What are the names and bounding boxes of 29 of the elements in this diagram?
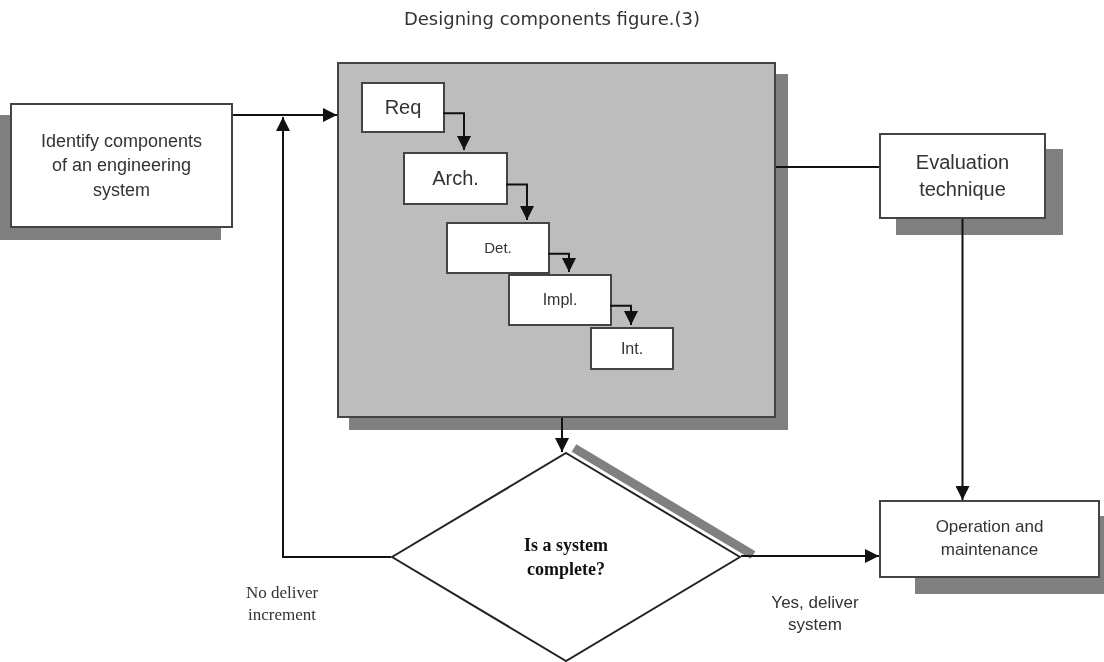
process-box — [879, 133, 1046, 219]
node-label: Evaluation technique — [914, 150, 1011, 202]
node-label: Req — [383, 95, 423, 120]
process-box — [403, 152, 508, 205]
arrow — [276, 116, 392, 558]
process-box — [590, 327, 674, 370]
arrow — [547, 252, 576, 273]
arrow — [282, 108, 338, 122]
node-label: Operation and maintenance — [934, 516, 1045, 561]
arrow — [955, 218, 970, 501]
node-label: Identify components of an engineering system — [39, 130, 204, 202]
diagram-title: Designing components figure.(3) — [402, 8, 702, 29]
node-label: Int. — [619, 338, 645, 359]
arrow — [740, 549, 880, 563]
panel-box — [337, 62, 776, 418]
node-label: Is a system complete? — [523, 533, 609, 581]
arrow — [555, 417, 569, 453]
arrow — [442, 112, 471, 151]
node-label: Det. — [483, 237, 513, 258]
process-box — [10, 103, 233, 228]
process-box — [361, 82, 445, 133]
process-box — [446, 222, 550, 274]
process-box — [508, 274, 612, 326]
decision-diamond — [391, 452, 741, 662]
node-label: Impl. — [541, 290, 579, 311]
process-box — [879, 500, 1100, 578]
node-label: Arch. — [431, 166, 480, 191]
arrow — [609, 304, 638, 326]
arrow — [505, 183, 534, 221]
